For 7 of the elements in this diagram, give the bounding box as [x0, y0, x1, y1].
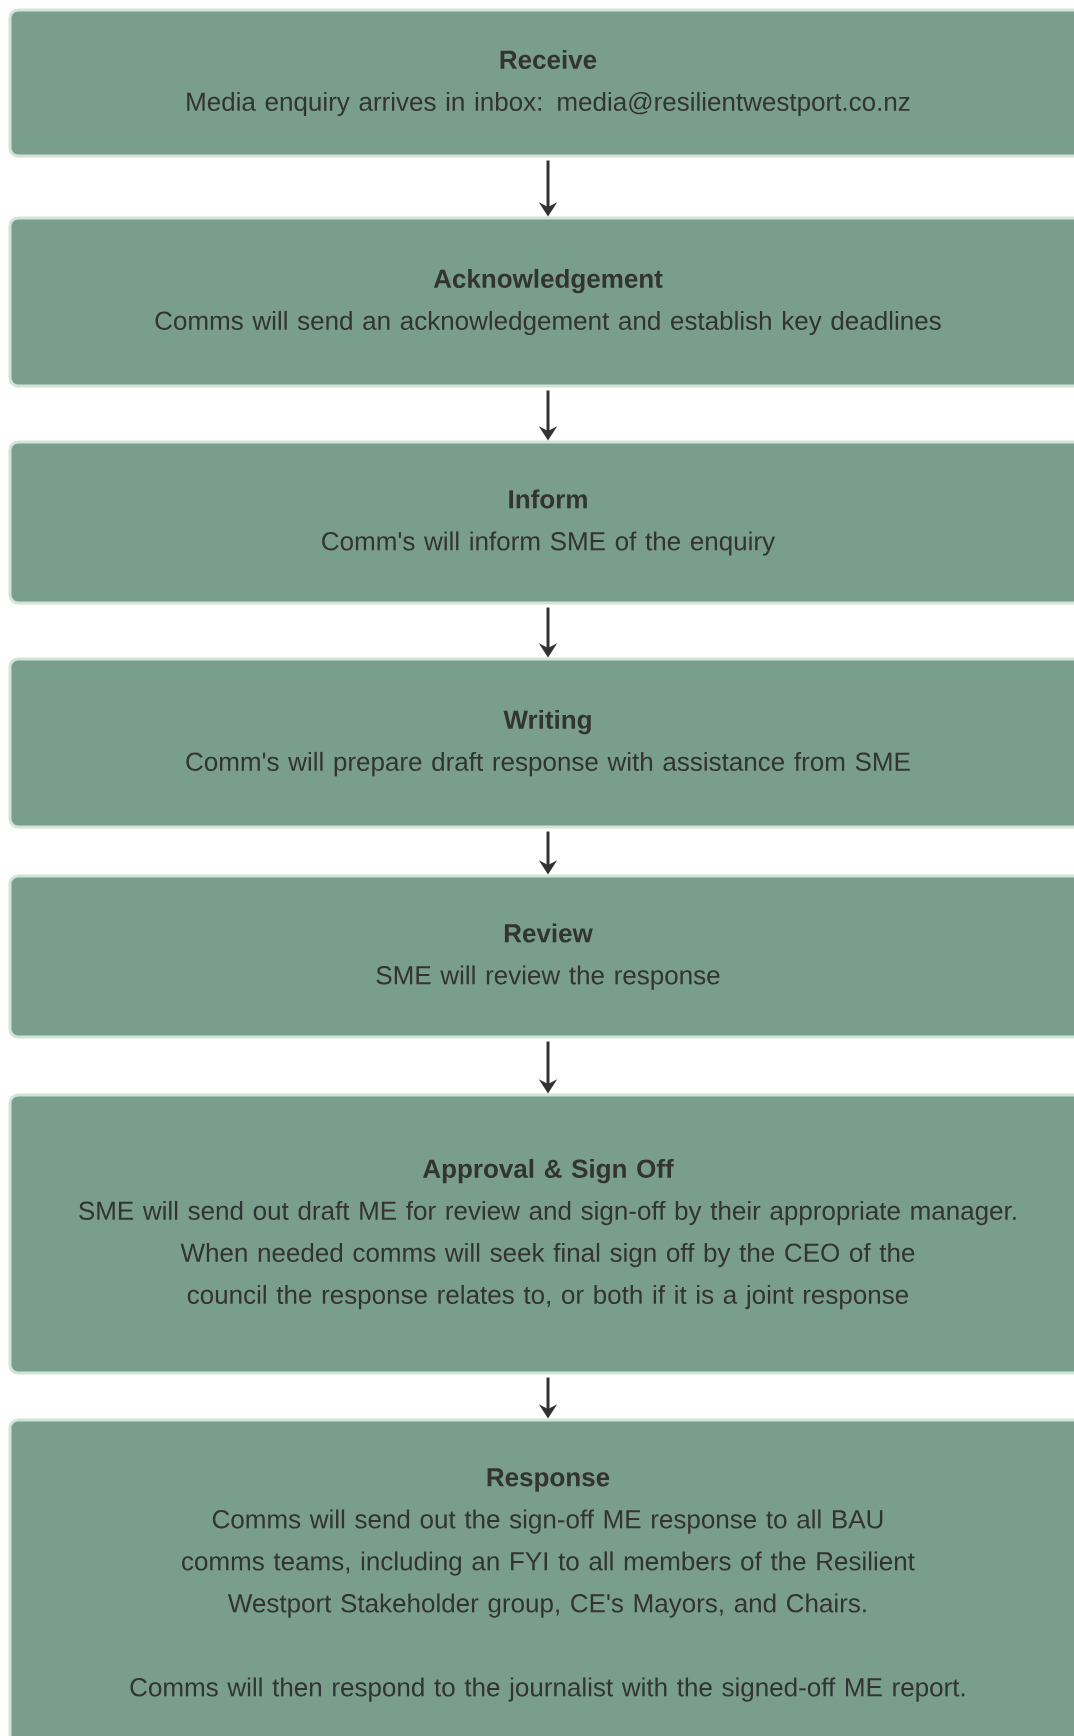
process-box: Inform Comm's will inform SME of the enquiry	[8, 440, 1074, 605]
process-box: Review SME will review the response	[8, 874, 1074, 1039]
process-box: Receive Media enquiry arrives in inbox: media@resilientwestport.co.nz	[8, 8, 1074, 158]
process-box: Writing Comm's will prepare draft response with assistance from SME	[8, 657, 1074, 829]
process-box: Response Comms will send out the sign-off ME response to all BAU comms teams, including an FYI to all members of the Resilient Westport Stakeholder group, CE's Mayors, and Chairs. Comms will then respond to the journalist with the signed-off ME report.	[8, 1418, 1074, 1736]
process-box: Approval & Sign Off SME will send out draft ME for review and sign-off by their appropriate manager. When needed comms will seek final sign off by the CEO of the council the response relates to, or both if it is a joint response	[8, 1093, 1074, 1375]
process-box: Acknowledgement Comms will send an acknowledgement and establish key deadlines	[8, 216, 1074, 388]
